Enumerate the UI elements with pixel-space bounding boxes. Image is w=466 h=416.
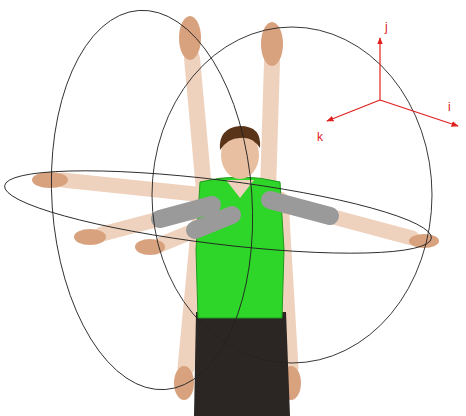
hand [174,366,194,400]
axis-label: j [385,20,388,34]
range-ellipse [152,27,432,363]
motion-ellipses [1,3,436,396]
range-ellipse [1,154,436,270]
arm [268,62,272,190]
hand [409,234,439,248]
axis-label: i [448,100,451,114]
axis-label: k [317,130,323,144]
axis-line [379,38,380,100]
sleeve [195,215,232,230]
arm [192,58,204,190]
arm-up [192,58,272,190]
shorts [194,312,290,416]
arm [62,180,205,195]
axis-line [327,100,380,121]
axis-line [380,100,458,126]
hand [179,16,201,60]
sleeve [270,200,330,216]
hand [74,229,106,245]
hair [220,126,260,150]
hand [32,172,68,188]
arm [270,200,412,238]
axes [327,38,458,126]
arm [162,215,232,244]
